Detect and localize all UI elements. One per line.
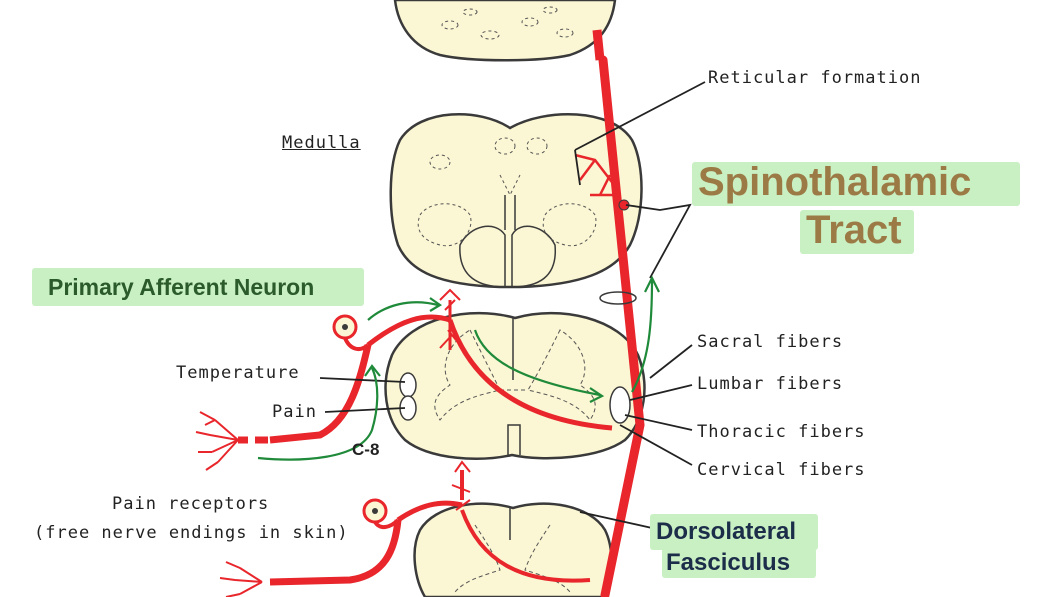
medulla-section	[389, 113, 643, 289]
lower-afferent-neuron	[219, 498, 463, 597]
label-fasciculus: Fasciculus	[666, 549, 791, 576]
label-spinothalamic: Spinothalamic	[698, 160, 972, 204]
label-reticular-formation: Reticular formation	[708, 68, 922, 88]
highlight-dorsolateral-2	[662, 548, 816, 578]
label-thoracic-fibers: Thoracic fibers	[697, 422, 866, 442]
label-primary-afferent-neuron: Primary Afferent Neuron	[48, 274, 315, 300]
label-pain: Pain	[272, 402, 317, 422]
leader-lines	[319, 81, 706, 529]
label-lumbar-fibers: Lumbar fibers	[697, 374, 844, 394]
primary-afferent-neuron	[195, 314, 451, 471]
highlight-dorsolateral-1	[650, 514, 818, 550]
label-medulla: Medulla	[282, 133, 361, 153]
upper-brainstem-section	[393, 0, 617, 62]
highlight-primary-afferent	[32, 268, 364, 306]
label-cervical-fibers: Cervical fibers	[697, 460, 866, 480]
label-temperature: Temperature	[176, 363, 300, 383]
label-c8: C-8	[352, 440, 380, 459]
spinothalamic-pathway	[439, 29, 645, 597]
label-dorsolateral: Dorsolateral	[656, 518, 797, 545]
label-free-nerve-endings: (free nerve endings in skin)	[34, 523, 349, 543]
receptor-ovals	[399, 291, 637, 424]
lower-cord-section	[413, 502, 613, 597]
highlight-spinothalamic-2	[800, 210, 914, 254]
green-annotation-arrows	[257, 275, 660, 461]
highlight-spinothalamic-1	[692, 162, 1020, 206]
cervical-cord-section	[384, 311, 646, 460]
label-pain-receptors: Pain receptors	[112, 494, 270, 514]
label-sacral-fibers: Sacral fibers	[697, 332, 844, 352]
label-tract: Tract	[806, 208, 902, 252]
